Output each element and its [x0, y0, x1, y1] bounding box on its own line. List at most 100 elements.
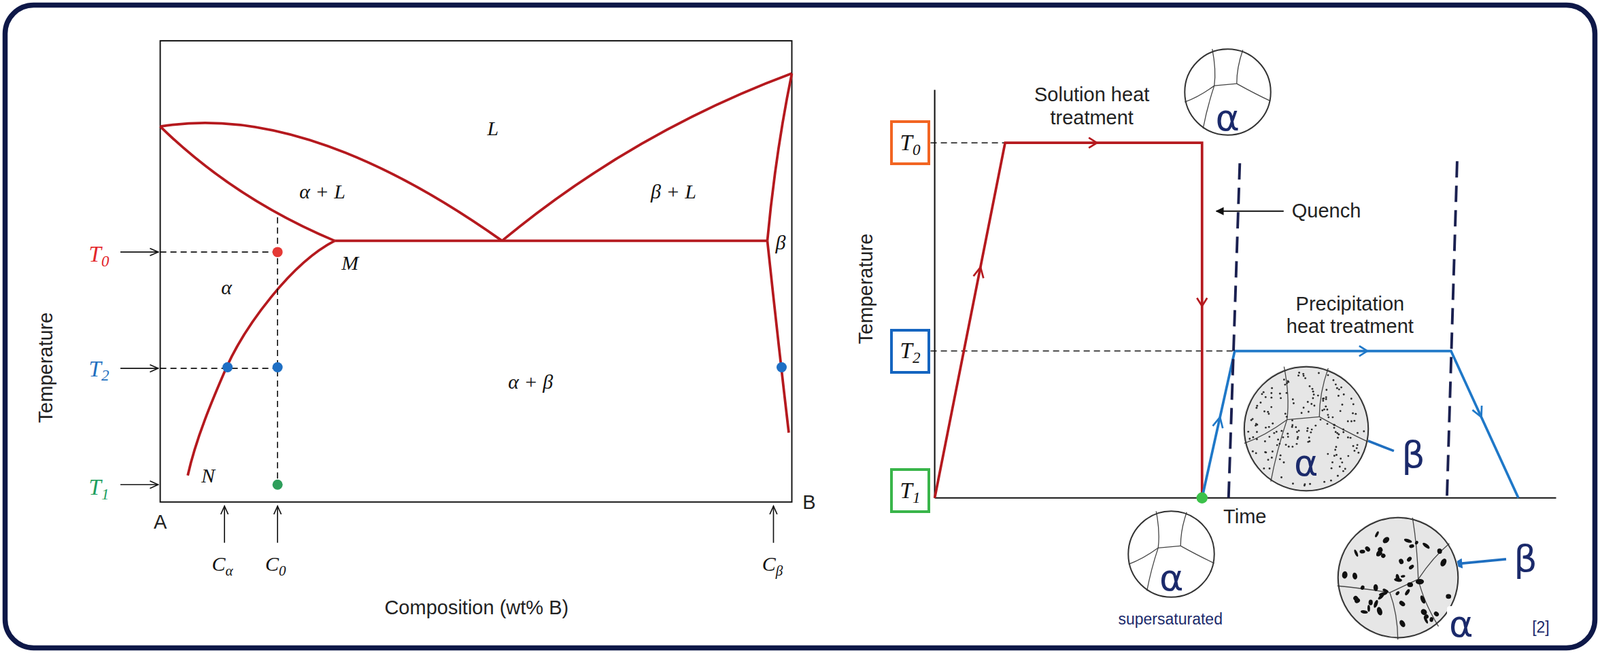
symbol-letter: T [89, 242, 102, 267]
precipitate-dot [1325, 396, 1328, 399]
microstructure-outline [1244, 366, 1369, 491]
composition-label: C0 [265, 552, 287, 577]
symbol-letter: C [762, 552, 776, 576]
precipitate-dot [1335, 454, 1338, 457]
precipitate-dot [1340, 386, 1343, 389]
precipitate-particle [1406, 556, 1414, 564]
precipitate-dot [1333, 454, 1336, 457]
precipitate-dot [1340, 461, 1343, 464]
phase-callout: β [1513, 541, 1537, 578]
precipitate-dot [1325, 398, 1328, 401]
precipitate-dot [1311, 397, 1314, 400]
precipitate-dot [1342, 470, 1345, 473]
precipitate-dot [1350, 397, 1353, 400]
precipitate-dot [1280, 476, 1283, 479]
precipitate-dot [1337, 433, 1340, 436]
precipitate-dot [1283, 378, 1286, 381]
precipitate-particle [1445, 594, 1452, 600]
stage-label: Solution heat treatment [1020, 83, 1164, 130]
precipitate-dot [1283, 384, 1286, 387]
precipitate-dot [1255, 405, 1258, 408]
precipitate-dot [1247, 431, 1250, 434]
symbol-subscript: 0 [101, 252, 110, 270]
microstructure-outline [1128, 511, 1214, 598]
precipitate-dot [1271, 450, 1274, 453]
state-dot [272, 362, 283, 373]
precipitate-dot [1333, 424, 1336, 427]
precipitate-dot [1337, 395, 1340, 398]
temperature-label: T2 [89, 356, 110, 383]
precipitate-dot [1296, 437, 1299, 440]
axis-title: Temperature [854, 233, 878, 345]
precipitate-dot [1342, 393, 1346, 396]
phase-callout: β [1401, 437, 1425, 474]
precipitate-dot [1308, 437, 1311, 440]
precipitate-dot [1267, 458, 1270, 462]
state-dot [272, 480, 283, 491]
pointer-arrow [276, 506, 279, 544]
precipitate-dot [1297, 374, 1300, 377]
precipitate-dot [1261, 393, 1264, 396]
precipitate-particle [1408, 543, 1416, 549]
composition-label: Cα [212, 552, 234, 577]
precipitate-dot [1255, 431, 1258, 434]
precipitate-particle [1432, 610, 1440, 618]
precipitate-particle [1421, 541, 1431, 551]
temperature-symbol: T2 [900, 338, 921, 364]
precipitate-dot [1266, 411, 1269, 414]
component-label: B [802, 492, 816, 515]
precipitate-dot [1296, 436, 1299, 439]
precipitate-dot [1262, 467, 1265, 470]
precipitate-particle [1360, 609, 1369, 615]
pointer-arrow [120, 484, 159, 486]
precipitate-dot [1308, 483, 1312, 486]
precipitate-dot [1325, 408, 1329, 411]
microstructure-outline [1338, 518, 1458, 639]
precipitate-dot [1281, 436, 1284, 439]
precipitate-particle [1374, 531, 1380, 538]
precipitate-particle [1408, 564, 1416, 571]
precipitate-dot [1264, 427, 1267, 430]
precipitate-dot [1338, 465, 1341, 468]
precipitate-dot [1294, 426, 1297, 429]
precipitate-dot [1251, 418, 1254, 421]
temperature-box: T1 [890, 468, 931, 514]
precipitate-dot [1291, 426, 1294, 429]
precipitate-dot [1262, 391, 1265, 394]
symbol-subscript: 2 [912, 348, 921, 367]
flow-arrowhead [973, 267, 984, 279]
stage-label: Quench [1291, 199, 1362, 223]
precipitate-dot [1298, 371, 1301, 374]
precipitate-dot [1332, 416, 1335, 419]
precipitate-dot [1291, 424, 1294, 427]
temperature-symbol: T0 [900, 130, 921, 156]
precipitate-dot [1308, 385, 1312, 388]
precipitate-dot [1330, 480, 1333, 483]
symbol-letter: C [212, 552, 226, 576]
pointer-arrow [120, 367, 159, 370]
precipitate-dot [1355, 447, 1358, 450]
precipitate-dot [1268, 426, 1271, 429]
microstructure-circle: α [1336, 516, 1460, 640]
precipitate-dot [1331, 461, 1334, 464]
stage-label: Precipitation heat treatment [1278, 293, 1422, 339]
precipitate-dot [1279, 393, 1282, 396]
precipitate-particle [1372, 584, 1378, 593]
precipitate-dot [1270, 392, 1273, 395]
precipitate-dot [1354, 413, 1357, 416]
guide-line [930, 142, 1006, 144]
precipitate-particle [1406, 582, 1414, 588]
precipitate-dot [1287, 446, 1290, 449]
precipitate-dot [1302, 407, 1305, 410]
phase-label: α [220, 276, 232, 300]
precipitate-particle [1414, 540, 1420, 546]
precipitate-particle [1359, 585, 1366, 591]
flow-arrowhead [1088, 138, 1097, 149]
precipitate-particle [1352, 595, 1360, 603]
precipitate-dot [1311, 388, 1314, 391]
pointer-arrow [223, 506, 226, 544]
precipitate-dot [1335, 446, 1338, 449]
precipitate-particle [1364, 546, 1371, 553]
precipitate-dot [1283, 461, 1286, 464]
precipitate-dot [1356, 432, 1359, 435]
